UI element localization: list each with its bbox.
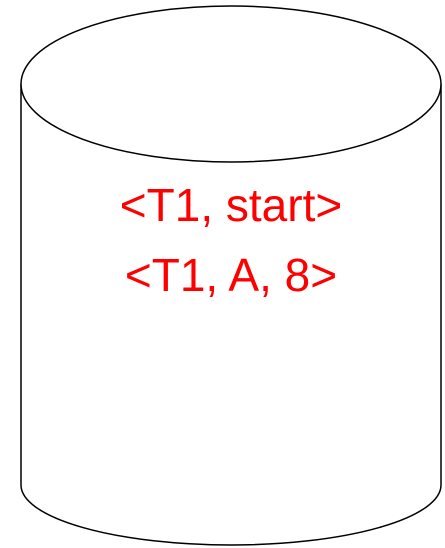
database-cylinder [20,5,442,546]
cylinder-body [20,84,442,546]
cylinder-top [20,5,442,163]
log-record-update: <T1, A, 8> [125,249,337,301]
log-records: <T1, start> <T1, A, 8> [120,179,342,301]
log-record-start: <T1, start> [120,179,342,231]
